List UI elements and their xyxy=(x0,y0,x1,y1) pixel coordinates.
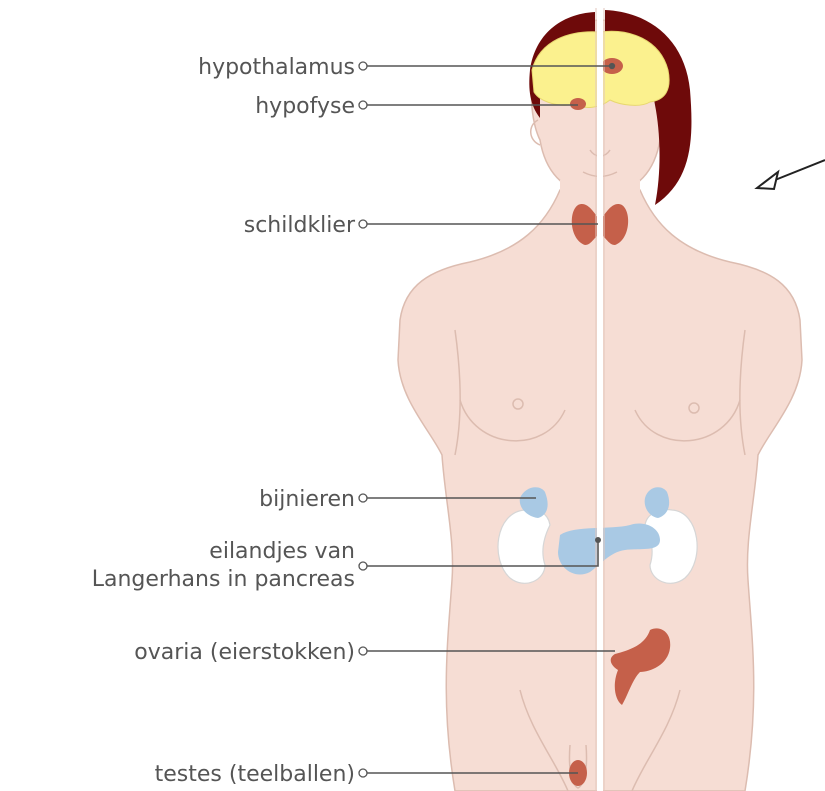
endpoint-hypofyse xyxy=(359,101,367,109)
organ-dot-hypothalamus xyxy=(610,64,615,69)
label-testes: testes (teelballen) xyxy=(155,762,355,787)
organ-dot-pancreas xyxy=(595,537,601,543)
endpoint-ovaria xyxy=(359,647,367,655)
label-bijnieren: bijnieren xyxy=(259,487,355,512)
label-eilandjes-line2: Langerhans in pancreas xyxy=(92,567,355,592)
endpoint-bijnieren xyxy=(359,494,367,502)
endpoint-testes xyxy=(359,769,367,777)
arrow-icon xyxy=(757,160,825,189)
center-divider xyxy=(597,8,603,791)
label-ovaria: ovaria (eierstokken) xyxy=(134,640,355,665)
hypofyse-gland xyxy=(570,98,586,110)
endpoint-schildklier xyxy=(359,220,367,228)
label-hypofyse: hypofyse xyxy=(255,94,355,119)
label-eilandjes-line1: eilandjes van xyxy=(209,539,355,564)
label-schildklier: schildklier xyxy=(244,213,356,238)
labels: hypothalamus hypofyse schildklier bijnie… xyxy=(92,55,356,787)
endpoint-hypothalamus xyxy=(359,62,367,70)
endpoint-eilandjes xyxy=(359,562,367,570)
left-kidney xyxy=(498,510,550,584)
label-hypothalamus: hypothalamus xyxy=(198,55,355,80)
